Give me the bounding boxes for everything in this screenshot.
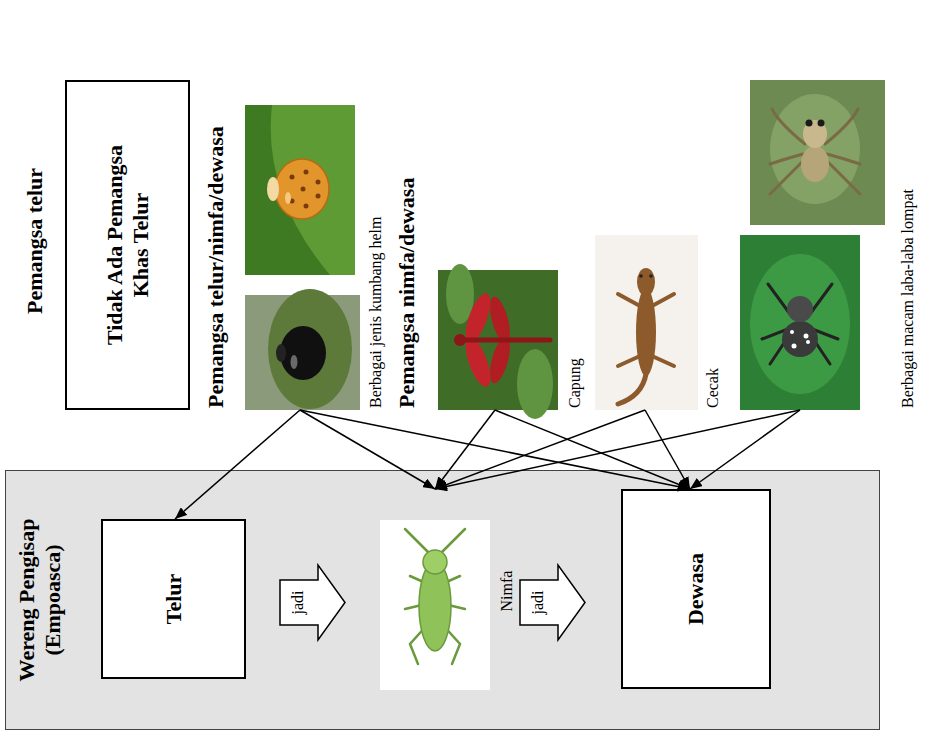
nymph-label: Nimfa	[497, 571, 517, 612]
arrow-word: jadi	[528, 580, 548, 625]
section-heading: Pemangsa telur/nimfa/dewasa	[203, 8, 229, 408]
nymph-picture	[380, 520, 490, 690]
stage-box: Dewasa	[621, 489, 771, 689]
stage-box: Telur	[101, 519, 246, 679]
spotted-spider-photo	[740, 235, 860, 410]
section-heading: Pemangsa nimfa/dewasa	[394, 8, 420, 408]
predator-label: Berbagai macam laba-laba lompat	[898, 189, 918, 408]
stage-label: Telur	[161, 574, 187, 625]
predation-arrow	[645, 410, 690, 489]
predation-arrow	[690, 410, 800, 489]
predator-group: Cecak	[590, 230, 725, 410]
predation-arrow	[435, 410, 800, 489]
label-holder: Pemangsa nimfa/dewasa	[394, 8, 420, 408]
predator-label: Berbagai jenis kumbang helm	[366, 216, 386, 408]
gecko-photo	[595, 235, 698, 410]
note-box: Tidak Ada Pemangsa Khas Telur	[65, 80, 190, 410]
label-holder: Pemangsa telur/nimfa/dewasa	[203, 8, 229, 408]
label-holder: jadi	[528, 580, 548, 625]
arrow-word: jadi	[288, 580, 308, 625]
label-holder: jadi	[288, 580, 308, 625]
predation-arrow	[435, 410, 645, 489]
orange-beetle-photo	[245, 105, 355, 275]
growth-arrow	[280, 565, 345, 640]
black-beetle-photo	[245, 289, 360, 410]
predator-label: Cecak	[703, 368, 723, 408]
band-title: Wereng Pengisap (Empoasca)	[14, 480, 66, 720]
predator-label: Capung	[565, 358, 585, 408]
predation-arrow	[175, 410, 300, 519]
label-holder: Pemangsa telur	[22, 54, 48, 314]
growth-arrow	[520, 565, 585, 640]
predation-arrow	[300, 410, 690, 489]
dragonfly-photo	[438, 264, 558, 419]
predation-arrow	[495, 410, 690, 489]
predator-group: Berbagai jenis kumbang helm	[240, 100, 388, 410]
predator-group: Berbagai macam laba-laba lompat	[738, 75, 920, 410]
predation-arrow	[300, 410, 435, 489]
jumping-spider-photo	[750, 80, 885, 225]
section-heading: Pemangsa telur	[22, 54, 48, 314]
stage-label: Dewasa	[683, 553, 709, 625]
note-text: Tidak Ada Pemangsa Khas Telur	[102, 132, 154, 358]
predator-group: Capung	[435, 265, 587, 410]
